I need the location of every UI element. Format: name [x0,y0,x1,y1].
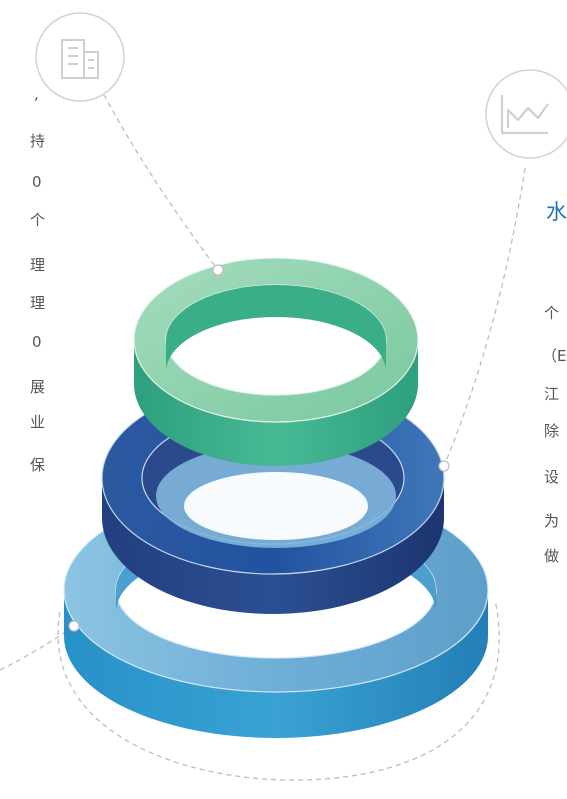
factory-chart-icon [485,69,567,159]
right-text-line: 江 [544,385,560,403]
ring-top [133,257,419,466]
building-icon [35,12,125,102]
left-text-line: 展 [30,378,46,396]
left-text-line: 业 [30,413,46,431]
connector-right [443,167,526,467]
right-text-line: 个 [544,304,560,322]
dot-right [438,460,450,472]
connector-bottom-arc [57,599,500,781]
left-text-line: 个 [30,211,46,229]
dot-left [68,620,80,632]
left-text-line: 0 [32,333,42,351]
connector-dots [68,264,450,632]
left-text-column: , 持 0 个 理 理 0 展 业 保 [0,0,50,520]
connector-left [0,625,75,671]
connector-lines [0,94,526,781]
left-text-line: 理 [30,256,46,274]
left-text-line: 保 [30,456,46,474]
right-text-line: 做 [544,547,560,565]
dot-top [212,264,224,276]
right-text-line: （E [542,347,567,365]
right-text-column: 个 （E 江 除 设 为 做 [536,0,567,600]
connector-top [103,94,219,271]
right-text-line: 设 [544,468,560,486]
left-text-line: 0 [32,173,42,191]
left-text-line: , [34,85,39,103]
left-text-line: 理 [30,294,46,312]
right-text-line: 为 [544,512,560,530]
left-text-line: 持 [30,132,46,150]
right-section-heading: 水 [546,200,567,224]
right-text-line: 除 [544,422,560,440]
